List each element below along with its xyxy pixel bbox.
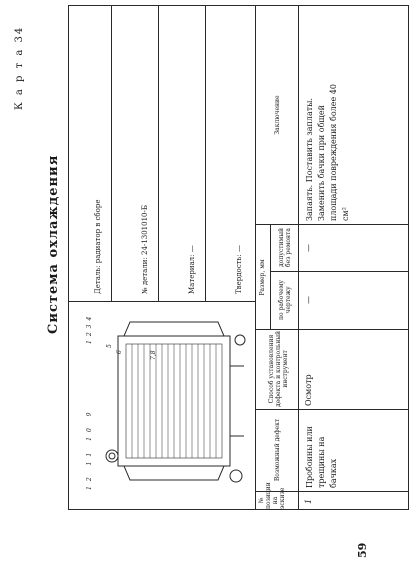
outlet-pipe (229, 469, 243, 483)
header-defect: Возможный дефект (274, 418, 281, 482)
header-size-allowed: допустимый без ремонта (278, 228, 292, 267)
frame-left (68, 509, 409, 510)
info-row-line (158, 5, 159, 302)
row-method: Осмотр (304, 374, 313, 406)
part-material: Материал: — (188, 245, 196, 294)
part-number: № детали: 24-1301010-Б (141, 204, 149, 294)
page-title: Система охлаждения (46, 154, 61, 334)
page-number: 59 (356, 542, 369, 558)
frame-bottom (408, 5, 409, 510)
header-conclusion: Заключение (274, 95, 281, 135)
header-method: Способ установления дефекта и контрольны… (268, 331, 289, 407)
callout-label-5: 5 (106, 344, 113, 348)
callout-labels-right: 1234 (86, 312, 93, 344)
filler-neck (105, 449, 119, 463)
row-size-drawing: — (304, 296, 313, 304)
row-defect: Пробоины или трещины на бачках (305, 426, 338, 488)
callout-label-7-8: 7,8 (150, 350, 157, 360)
radiator-sketch (105, 321, 246, 483)
table-header-line (298, 5, 299, 510)
sketch-table-divider (255, 5, 256, 510)
right-tank (123, 321, 225, 337)
size-subheader-line (270, 225, 271, 330)
header-size-drawing: по рабочему чертежу (278, 280, 292, 320)
drain-cock (234, 334, 246, 346)
callout-label-6: 6 (116, 350, 123, 354)
part-name: Деталь: радиатор в сборе (94, 199, 102, 294)
info-row-line (111, 5, 112, 302)
sketch-info-divider (68, 301, 255, 302)
card-number: К а р т а 34 (14, 25, 25, 110)
frame-top (68, 5, 69, 510)
frame-right (68, 5, 409, 6)
header-position: № позиции на эскизе (258, 482, 286, 509)
callout-labels-top: 12 11 10 9 (86, 407, 93, 490)
header-size: Размер, мм (259, 259, 266, 296)
info-row-line (205, 5, 206, 302)
left-tank (123, 465, 225, 481)
part-hardness: Твердость: — (235, 245, 243, 294)
row-size-allowed: — (304, 244, 313, 252)
row-position: 1 (304, 498, 313, 504)
row-conclusion: Запаять. Поставить заплаты. Заменить бач… (305, 84, 350, 221)
